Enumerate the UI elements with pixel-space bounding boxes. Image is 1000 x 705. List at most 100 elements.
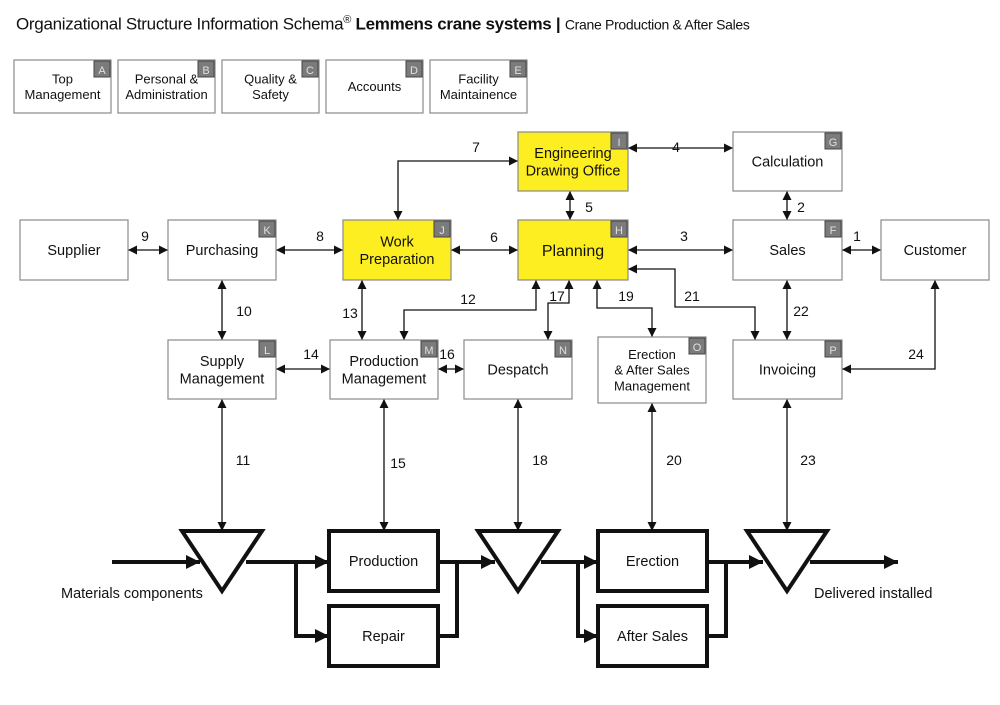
node-production-management-code-badge [420,340,438,358]
flow-arrow-branch [576,562,598,643]
stock-triangle-materials [178,529,266,595]
node-supply-management-code: L [264,345,270,357]
node-purchasing-label: Purchasing [186,243,259,259]
connector-12 [399,280,541,340]
process-repair-label: Repair [362,629,405,645]
department-e-label: Maintainence [440,87,517,102]
node-purchasing[interactable]: Purchasing K [167,219,277,281]
department-d-label: Accounts [348,79,402,94]
connector-number: 1 [853,228,861,244]
process-erection-label: Erection [626,554,679,570]
node-invoicing-code: P [829,345,836,357]
department-c-code-badge [301,60,319,78]
connector-number: 9 [141,228,149,244]
department-b[interactable]: Personal &Administration B [117,59,216,114]
node-calculation-code: G [829,137,838,149]
connector-number: 8 [316,228,324,244]
node-invoicing[interactable]: Invoicing P [732,339,843,400]
node-sales[interactable]: Sales F [732,219,843,281]
process-erection-box [596,529,709,593]
node-work-preparation-label: Preparation [360,252,435,268]
node-erection-after-sales-management-label: Management [614,378,690,393]
department-b-label: Personal & [135,71,199,86]
process-after-sales-label: After Sales [617,629,688,645]
node-engineering-code-badge [610,132,628,150]
connector-number: 5 [585,199,593,215]
node-sales-code-badge [824,220,842,238]
connector-number: 6 [490,229,498,245]
department-e-code: E [514,65,521,77]
page-title: Organizational Structure Information Sch… [16,14,750,35]
department-e-code-badge [509,60,527,78]
connector-21 [628,264,760,340]
connector-number: 19 [618,288,634,304]
connector-number: 17 [549,288,565,304]
node-calculation-code-badge [824,132,842,150]
connector-number: 10 [236,303,252,319]
node-erection-after-sales-management-code: O [693,342,702,354]
node-planning-label: Planning [542,243,604,260]
node-erection-after-sales-management-box [597,336,707,404]
department-a-code-badge [93,60,111,78]
flow-arrow-branch [294,562,329,643]
node-customer[interactable]: Customer [880,219,990,281]
node-despatch-label: Despatch [487,363,548,379]
node-despatch-box [463,339,573,400]
flow-output-label: Delivered installed [814,586,932,602]
node-supply-management-label: Management [180,371,265,387]
connector-number: 2 [797,199,805,215]
connector-number: 24 [908,346,924,362]
node-despatch-code-badge [554,340,572,358]
connector-number: 13 [342,305,358,321]
node-invoicing-label: Invoicing [759,363,816,379]
stock-triangle-despatch [474,529,562,595]
department-b-code-badge [197,60,215,78]
process-production[interactable]: Production [327,529,440,593]
process-erection[interactable]: Erection [596,529,709,593]
node-erection-after-sales-management-label: & After Sales [614,363,690,378]
stock-triangle-delivery [743,529,831,595]
process-production-label: Production [349,554,418,570]
department-c-label: Quality & [244,71,297,86]
process-after-sales[interactable]: After Sales [596,604,709,668]
node-supplier[interactable]: Supplier [19,219,129,281]
node-customer-box [880,219,990,281]
node-purchasing-code: K [263,225,271,237]
brand-name: Lemmens crane systems [355,14,552,34]
department-b-label: Administration [125,87,207,102]
title-subtitle: Crane Production & After Sales [564,16,750,33]
node-supply-management-label: Supply [200,354,245,370]
node-sales-label: Sales [769,243,805,259]
flow-input-label: Materials components [61,586,203,602]
node-customer-label: Customer [904,243,967,259]
node-supply-management-code-badge [258,340,276,358]
department-c-code: C [306,65,314,77]
connector-number: 15 [390,455,406,471]
node-erection-after-sales-management-code-badge [688,337,706,355]
department-b-code: B [202,65,209,77]
department-a-label: Management [25,87,101,102]
node-calculation-box [732,131,843,192]
connector-17 [543,280,574,340]
node-sales-code: F [830,225,837,237]
node-production-management-label: Management [342,371,427,387]
node-planning-code-badge [610,220,628,238]
connector-number: 12 [460,291,476,307]
process-repair[interactable]: Repair [327,604,440,668]
process-repair-box [327,604,440,668]
